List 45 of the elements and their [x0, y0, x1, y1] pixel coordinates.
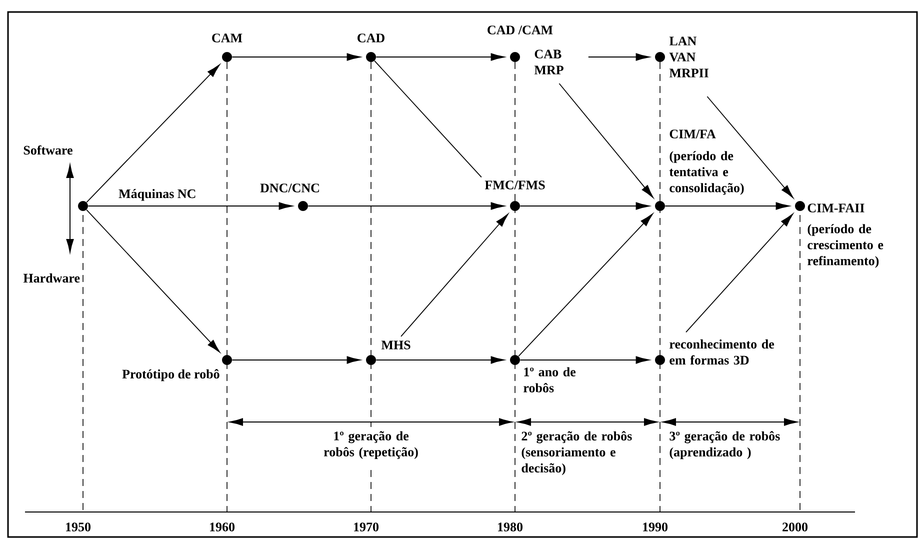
year-label: 1960	[210, 522, 235, 532]
milestone-label: DNC/CNC	[260, 184, 319, 192]
milestone-label: MHS	[381, 340, 410, 350]
arrow	[664, 202, 790, 210]
milestone-label: (período de crescimento e refinamento)	[808, 224, 884, 268]
milestone-label: CAD /CAM	[488, 26, 553, 34]
arrow	[86, 209, 220, 352]
arrow	[588, 53, 650, 61]
year-label: 1950	[66, 522, 91, 532]
milestone-label: FMC/FMS	[484, 180, 545, 190]
year-label: 1970	[354, 522, 379, 532]
arrow	[232, 356, 361, 364]
year-label: 1980	[498, 522, 523, 532]
arrow	[520, 202, 650, 210]
milestone-label: 1º ano de robôs	[524, 367, 576, 392]
arrow	[376, 53, 505, 61]
period-label: 3º geração de robôs (aprendizado )	[670, 431, 780, 460]
arrow	[706, 96, 794, 198]
milestone-label: CAD	[358, 34, 384, 42]
arrow	[400, 214, 508, 337]
edge-label: Máquinas NC	[118, 189, 196, 201]
milestone-label: CIM-FAII	[808, 204, 864, 212]
year-label: 1990	[643, 522, 668, 532]
arrow	[376, 356, 505, 364]
milestone-label: CAM	[212, 34, 242, 42]
milestone-label: (período de tentativa e consolidação)	[669, 151, 744, 195]
axis-label: Software	[24, 145, 72, 155]
arrow	[518, 214, 653, 357]
milestone-label: LAN VAN MRPII	[669, 36, 708, 78]
milestone-label: CAB MRP	[534, 50, 564, 74]
milestone-label: Protótipo de robô	[122, 369, 220, 382]
year-label: 2000	[782, 522, 808, 532]
period-label: 1º geração de robôs (repetição)	[324, 431, 418, 459]
timeline-dot	[78, 201, 88, 211]
arrow	[686, 214, 794, 333]
arrow	[520, 356, 650, 364]
arrow	[88, 202, 293, 210]
arrow	[308, 202, 505, 210]
arrow	[86, 64, 220, 203]
arrow	[558, 83, 654, 198]
milestone-label: CIM/FA	[670, 130, 716, 138]
axis-label: Hardware	[23, 273, 80, 283]
arrow	[232, 53, 361, 61]
period-label: 2º geração de robôs (sensoriamento e decisão)	[522, 431, 632, 476]
milestone-label: reconhecimento de em formas 3D	[670, 339, 774, 365]
